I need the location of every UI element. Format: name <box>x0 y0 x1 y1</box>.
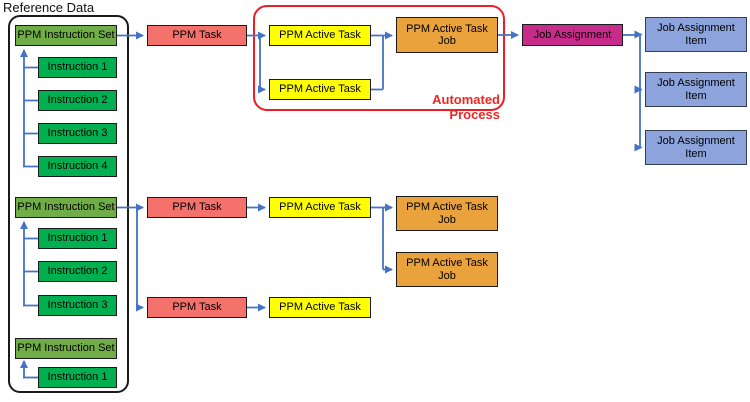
connector-set2-stem <box>117 206 138 308</box>
node-instruction-2-3: Instruction 3 <box>38 295 117 316</box>
node-ppm-instruction-set-3: PPM Instruction Set <box>15 338 117 359</box>
node-instruction-1-3: Instruction 3 <box>38 123 117 144</box>
node-ppm-task-3: PPM Task <box>147 297 247 318</box>
reference-data-container <box>8 15 129 393</box>
node-instruction-3-1: Instruction 1 <box>38 367 117 388</box>
connector-g1-stubs <box>23 66 38 168</box>
node-instruction-1-4: Instruction 4 <box>38 156 117 177</box>
node-job-assignment-item-3: Job Assignment Item <box>645 130 747 165</box>
node-instruction-1-2: Instruction 2 <box>38 90 117 111</box>
node-ppm-instruction-set-2: PPM Instruction Set <box>15 197 117 218</box>
connector-g2-stubs <box>23 237 38 307</box>
node-ppm-active-task-2: PPM Active Task <box>269 79 371 100</box>
node-ppm-active-task-job-2: PPM Active Task Job <box>396 196 498 231</box>
reference-data-label: Reference Data <box>3 0 95 15</box>
node-instruction-1-1: Instruction 1 <box>38 57 117 78</box>
node-ppm-task-2: PPM Task <box>147 197 247 218</box>
node-ppm-active-task-4: PPM Active Task <box>269 297 371 318</box>
node-ppm-active-task-3: PPM Active Task <box>269 197 371 218</box>
node-ppm-instruction-set-1: PPM Instruction Set <box>15 25 117 46</box>
node-job-assignment-item-2: Job Assignment Item <box>645 72 747 107</box>
node-ppm-task-1: PPM Task <box>147 25 247 46</box>
connector-at2-merge <box>371 35 384 91</box>
node-ppm-active-task-job-3: PPM Active Task Job <box>396 252 498 287</box>
connector-ja-stem <box>623 34 641 148</box>
node-job-assignment: Job Assignment <box>522 24 623 46</box>
automated-process-container <box>253 5 505 111</box>
node-instruction-2-2: Instruction 2 <box>38 261 117 282</box>
node-ppm-active-task-1: PPM Active Task <box>269 25 371 46</box>
node-job-assignment-item-1: Job Assignment Item <box>645 17 747 52</box>
node-instruction-2-1: Instruction 1 <box>38 228 117 249</box>
automated-process-label: Automated Process <box>432 92 500 122</box>
node-ppm-active-task-job-1: PPM Active Task Job <box>396 17 498 53</box>
